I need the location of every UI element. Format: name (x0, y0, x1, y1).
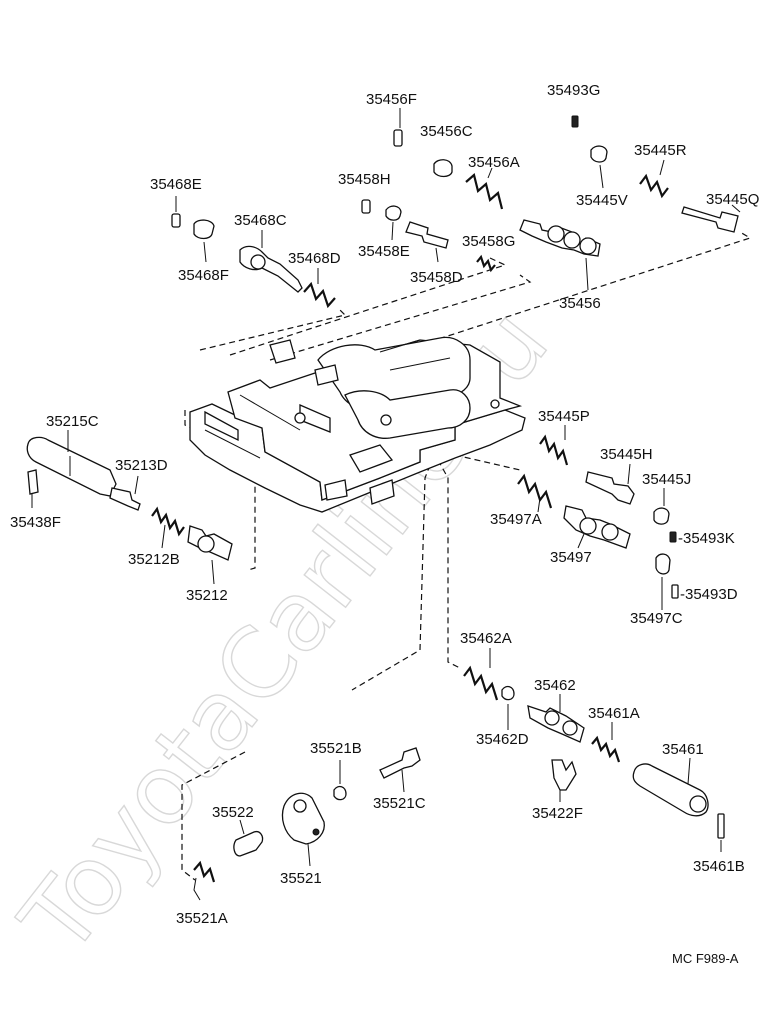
part-35462D (501, 685, 515, 701)
part-35497 (563, 505, 631, 549)
label-35468E: 35468E (150, 176, 202, 193)
part-35438F (27, 469, 39, 495)
part-35445R (639, 173, 669, 199)
label-35212B: 35212B (128, 551, 180, 568)
label-35493G: 35493G (547, 82, 600, 99)
part-35497A (517, 473, 553, 509)
label-35445R: 35445R (634, 142, 687, 159)
label-35461: 35461 (662, 741, 704, 758)
part-35522 (233, 830, 264, 857)
label-35468C: 35468C (234, 212, 287, 229)
label-35445P: 35445P (538, 408, 590, 425)
label-35497C: 35497C (630, 610, 683, 627)
part-35458D (405, 221, 449, 249)
parts-left (26, 430, 233, 585)
label-35438F: 35438F (10, 514, 61, 531)
part-35493D (671, 584, 679, 599)
part-35445H (585, 471, 635, 505)
part-35493G (571, 115, 579, 128)
part-35493K (669, 531, 677, 543)
label-35456C: 35456C (420, 123, 473, 140)
part-35422F (551, 759, 577, 791)
label-35497: 35497 (550, 549, 592, 566)
part-35468F (193, 219, 215, 240)
part-35215C (26, 436, 117, 497)
label-35462: 35462 (534, 677, 576, 694)
label-35521: 35521 (280, 870, 322, 887)
label-35461A: 35461A (588, 705, 640, 722)
label-35493K: -35493K (678, 530, 735, 547)
label-35497A: 35497A (490, 511, 542, 528)
label-35445H: 35445H (600, 446, 653, 463)
label-35468F: 35468F (178, 267, 229, 284)
part-35521A (193, 860, 216, 883)
part-35461B (717, 813, 725, 839)
label-35215C: 35215C (46, 413, 99, 430)
label-35458E: 35458E (358, 243, 410, 260)
parts (171, 108, 741, 309)
part-labels: 35456F 35493G 35456C 35445R 35456A 35468… (10, 82, 759, 966)
label-35213D: 35213D (115, 457, 168, 474)
label-35521B: 35521B (310, 740, 362, 757)
label-35456A: 35456A (468, 154, 520, 171)
label-35458G: 35458G (462, 233, 515, 250)
label-35493D: -35493D (680, 586, 738, 603)
label-35468D: 35468D (288, 250, 341, 267)
part-35461A (591, 735, 621, 763)
part-35461 (632, 763, 709, 817)
part-35521B (333, 785, 347, 801)
part-35456C (433, 159, 453, 178)
label-35521A: 35521A (176, 910, 228, 927)
part-35456F (393, 129, 403, 147)
part-35468E (171, 213, 181, 228)
label-35456: 35456 (559, 295, 601, 312)
label-35462D: 35462D (476, 731, 529, 748)
part-35445P (539, 434, 569, 466)
part-35456A (465, 172, 504, 210)
label-35521C: 35521C (373, 795, 426, 812)
part-35213D (109, 487, 141, 511)
part-35458G (476, 254, 496, 273)
label-35422F: 35422F (532, 805, 583, 822)
valve-body (189, 336, 526, 513)
label-35522: 35522 (212, 804, 254, 821)
label-35445Q: 35445Q (706, 191, 759, 208)
part-35497C (655, 553, 671, 575)
part-35445V (590, 145, 608, 163)
part-35458E (385, 205, 402, 221)
label-35461B: 35461B (693, 858, 745, 875)
label-35212: 35212 (186, 587, 228, 604)
part-35468D (303, 281, 336, 309)
label-35458D: 35458D (410, 269, 463, 286)
part-35445J (653, 507, 670, 525)
part-35458H (361, 199, 371, 214)
figure-code: MC F989-A (672, 951, 739, 966)
parts-right (517, 425, 679, 610)
label-35445J: 35445J (642, 471, 691, 488)
part-35445Q (681, 206, 739, 233)
label-35458H: 35458H (338, 171, 391, 188)
part-35212B (151, 506, 185, 537)
label-35462A: 35462A (460, 630, 512, 647)
part-35462A (463, 665, 499, 701)
label-35445V: 35445V (576, 192, 628, 209)
label-35456F: 35456F (366, 91, 417, 108)
part-35521C (379, 747, 421, 779)
parts-lower (193, 648, 725, 901)
